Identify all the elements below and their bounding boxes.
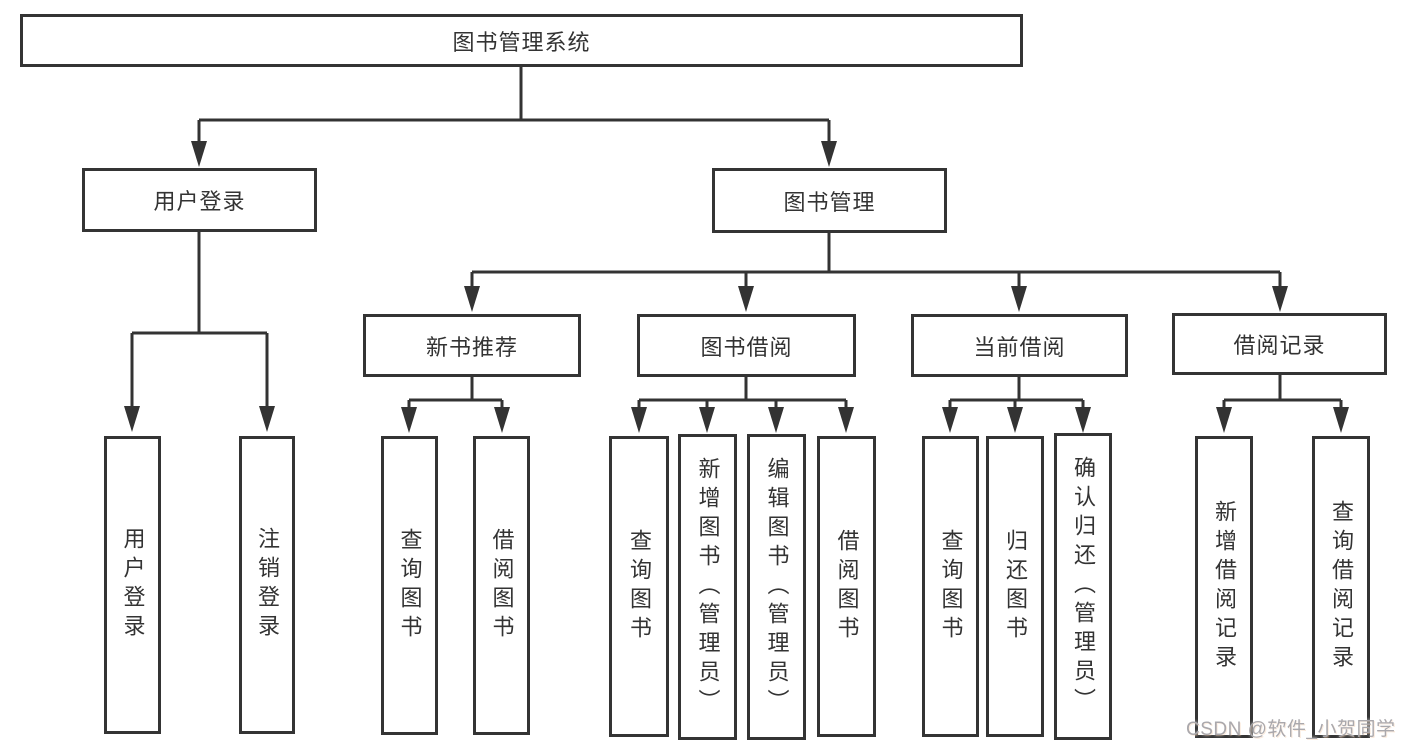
leaf-br-add-borrow-record-label: 新增借阅记录: [1212, 500, 1237, 674]
leaf-logout-label: 注销登录: [255, 527, 280, 643]
leaf-nb-query-books: 查询图书: [381, 436, 438, 735]
node-current-borrow-label: 当前借阅: [973, 334, 1066, 360]
node-new-book-recommend-label: 新书推荐: [425, 334, 518, 360]
node-root-label: 图书管理系统: [452, 29, 591, 55]
leaf-cb-confirm-return-admin-label: 确认归还（管理员）: [1071, 456, 1096, 717]
leaf-bb-borrow-books-label: 借阅图书: [834, 528, 860, 645]
leaf-user-login-label: 用户登录: [120, 527, 146, 643]
node-user-login-label: 用户登录: [153, 189, 246, 214]
arrowheads: [124, 141, 1349, 433]
leaf-bb-edit-books-admin: 编辑图书（管理员）: [747, 434, 806, 740]
leaf-br-query-borrow-record: 查询借阅记录: [1312, 436, 1370, 738]
leaf-user-login: 用户登录: [104, 436, 161, 734]
leaf-cb-return-books: 归还图书: [986, 436, 1044, 737]
leaf-nb-borrow-books: 借阅图书: [473, 436, 530, 735]
leaf-bb-add-books-admin-label: 新增图书（管理员）: [695, 456, 721, 718]
leaf-cb-confirm-return-admin: 确认归还（管理员）: [1054, 433, 1112, 740]
leaf-logout: 注销登录: [239, 436, 295, 734]
leaf-br-add-borrow-record: 新增借阅记录: [1195, 436, 1253, 738]
node-book-borrow: 图书借阅: [637, 314, 856, 377]
node-book-management: 图书管理: [712, 168, 947, 233]
watermark: CSDN @软件_小贺同学: [1186, 719, 1396, 740]
node-book-borrow-label: 图书借阅: [700, 334, 793, 360]
node-borrow-records-label: 借阅记录: [1233, 333, 1326, 358]
leaf-nb-query-books-label: 查询图书: [397, 527, 423, 644]
leaf-cb-query-books: 查询图书: [922, 436, 979, 737]
leaf-cb-return-books-label: 归还图书: [1003, 528, 1028, 645]
leaf-bb-query-books-label: 查询图书: [627, 528, 652, 645]
leaf-nb-borrow-books-label: 借阅图书: [489, 527, 515, 644]
leaf-bb-borrow-books: 借阅图书: [817, 436, 876, 737]
node-root: 图书管理系统: [20, 14, 1023, 67]
node-new-book-recommend: 新书推荐: [363, 314, 581, 377]
node-borrow-records: 借阅记录: [1172, 313, 1387, 375]
leaf-br-query-borrow-record-label: 查询借阅记录: [1329, 500, 1354, 674]
leaf-bb-add-books-admin: 新增图书（管理员）: [678, 434, 737, 740]
leaf-bb-query-books: 查询图书: [609, 436, 669, 737]
node-book-management-label: 图书管理: [783, 189, 876, 215]
node-current-borrow: 当前借阅: [911, 314, 1128, 377]
node-user-login: 用户登录: [82, 168, 317, 232]
leaf-cb-query-books-label: 查询图书: [938, 528, 964, 645]
leaf-bb-edit-books-admin-label: 编辑图书（管理员）: [764, 456, 790, 718]
